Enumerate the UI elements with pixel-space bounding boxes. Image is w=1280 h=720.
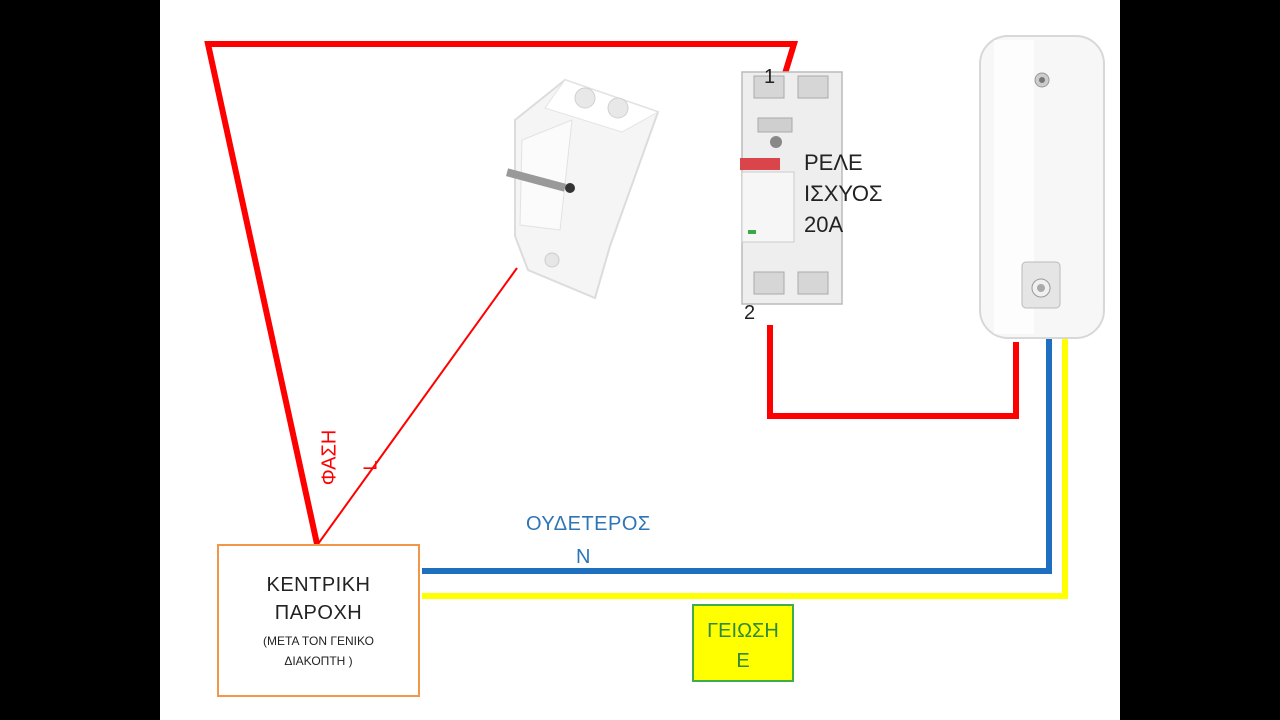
neutral-label: ΟΥΔΕΤΕΡΟΣ [526,513,651,535]
relay-label-line3: 20A [804,212,844,237]
phase-symbol: L [360,460,381,471]
neutral-symbol: N [576,546,591,568]
phase-label: ΦΑΣΗ [318,429,341,486]
ground-symbol: E [736,650,750,672]
relay-terminal-2: 2 [744,302,756,324]
wiring-layer [204,35,1105,599]
din-rail-contactor-icon [740,71,843,305]
main-supply-line1: ΚΕΝΤΡΙΚΗ [266,574,371,596]
ground-label: ΓΕΙΩΣΗ [707,620,779,642]
electric-water-heater-icon [979,35,1105,339]
phase-wire-load [767,325,1019,419]
wifi-smart-switch-icon [505,78,660,300]
phase-wire-switch [317,267,518,545]
main-supply-line2: ΠΑΡΟΧΗ [274,602,363,624]
wiring-diagram: 1 2 ΡΕΛΕ ΙΣΧΥΟΣ 20A ΦΑΣΗ L ΟΥΔΕΤΕΡΟΣ N Κ… [160,0,1120,720]
relay-label-line1: ΡΕΛΕ [804,150,863,175]
main-supply-line4: ΔΙΑΚΟΠΤΗ ) [284,654,353,668]
main-supply-line3: (ΜΕΤΑ ΤΟΝ ΓΕΝΙΚΟ [263,634,374,648]
ground-wire [422,334,1068,599]
relay-terminal-1: 1 [764,66,776,88]
phase-wire-feed [204,41,799,545]
neutral-wire [422,338,1052,574]
relay-label-line2: ΙΣΧΥΟΣ [804,181,883,206]
ground-label-box: ΓΕΙΩΣΗ E [692,604,794,682]
main-supply-box: ΚΕΝΤΡΙΚΗ ΠΑΡΟΧΗ (ΜΕΤΑ ΤΟΝ ΓΕΝΙΚΟ ΔΙΑΚΟΠΤ… [217,544,420,697]
